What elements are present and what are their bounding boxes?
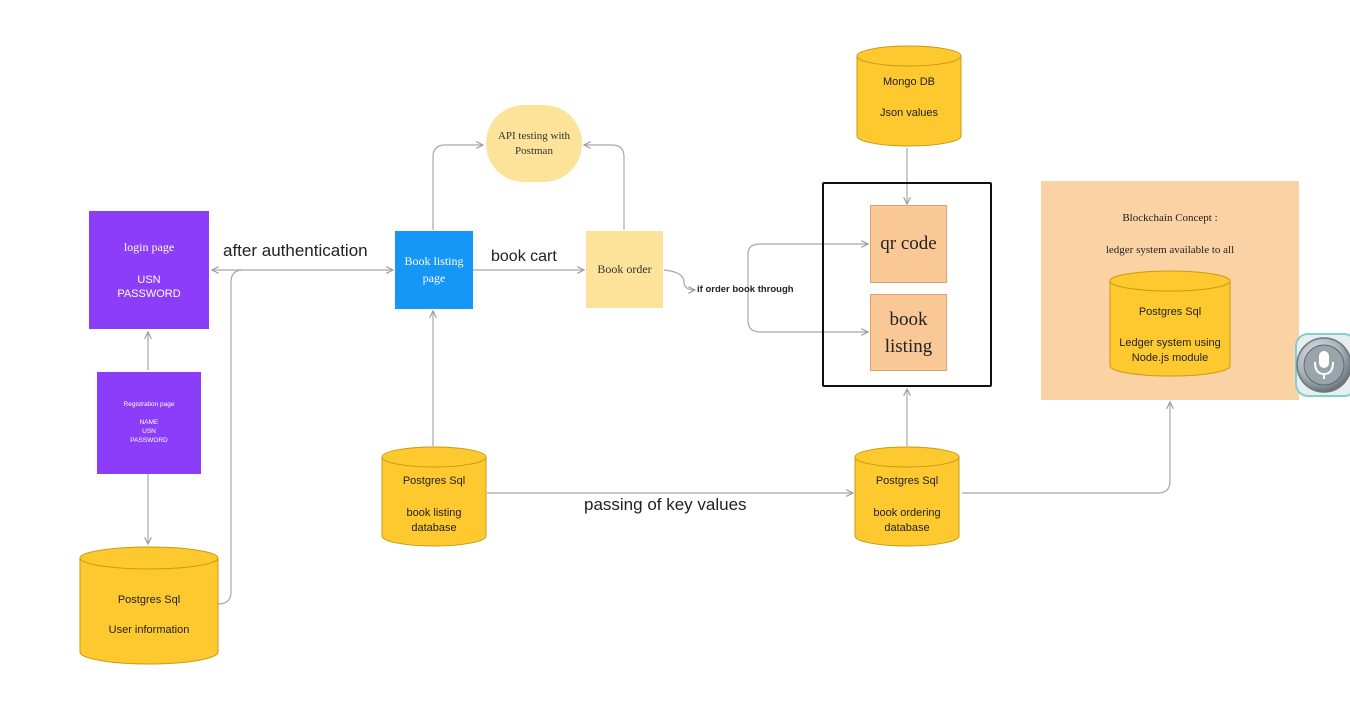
output-frame [822, 182, 992, 387]
arrow-branch-booklisting [747, 295, 868, 332]
qr-code-label: qr code [880, 233, 937, 254]
blockchain-panel: Blockchain Concept : ledger system avail… [1041, 181, 1299, 400]
database-cylinder-icon [79, 546, 219, 665]
arrow-listing-to-api [432, 145, 483, 230]
line-userdb-to-auth [217, 269, 244, 605]
mongo-line2: Json values [879, 107, 939, 119]
listing-db-line3: database [411, 522, 457, 534]
database-cylinder-icon [381, 446, 487, 547]
blockchain-title: Blockchain Concept : [1122, 212, 1218, 224]
ordering-db-line3: database [884, 522, 930, 534]
ledger-db-line1: Postgres Sql [1138, 306, 1202, 318]
book-listing-line2: listing [884, 335, 933, 357]
book-order-box: Book order [586, 231, 663, 308]
book-listing-page-line2: page [422, 271, 446, 285]
after-authentication-label: after authentication [223, 241, 368, 260]
api-testing-line2: Postman [515, 144, 553, 157]
ledger-db-line3: Node.js module [1131, 352, 1209, 364]
database-cylinder-icon [1109, 270, 1231, 377]
database-cylinder-icon [856, 45, 962, 147]
blockchain-subtitle: ledger system available to all [1105, 244, 1235, 256]
dictation-widget[interactable] [1292, 330, 1350, 400]
book-cart-label: book cart [491, 248, 557, 265]
api-testing-line1: API testing with [497, 129, 571, 142]
registration-field-name: NAME [139, 419, 159, 426]
listing-db-line2: book listing [406, 507, 462, 519]
arrow-order-to-api [584, 145, 625, 230]
login-field-password: PASSWORD [117, 287, 181, 300]
login-page-box: login page USN PASSWORD [89, 211, 209, 329]
book-listing-box: book listing [870, 294, 947, 371]
microphone-icon[interactable] [1292, 330, 1350, 400]
login-field-usn: USN [137, 273, 161, 286]
registration-field-usn: USN [142, 428, 156, 435]
registration-page-title: Registration page [123, 401, 175, 408]
arrow-order-to-condition [663, 269, 695, 290]
database-cylinder-icon [854, 446, 960, 547]
registration-field-password: PASSWORD [130, 437, 168, 444]
api-testing-box: API testing with Postman [486, 105, 582, 182]
if-order-book-through-label: if order book through [697, 284, 794, 295]
user-db-line2: User information [108, 624, 190, 636]
book-listing-line1: book [889, 308, 928, 330]
ledger-database: Postgres Sql Ledger system using Node.js… [1109, 270, 1231, 378]
qr-code-box: qr code [870, 205, 947, 283]
ordering-db-line2: book ordering [873, 507, 941, 519]
book-listing-page-box: Book listing page [395, 231, 473, 309]
passing-key-values-label: passing of key values [584, 495, 747, 514]
user-db-line1: Postgres Sql [117, 594, 181, 606]
mongo-db-database: Mongo DB Json values [856, 45, 962, 148]
ordering-db-line1: Postgres Sql [875, 475, 939, 487]
listing-db-line1: Postgres Sql [402, 475, 466, 487]
registration-page-box: Registration page NAME USN PASSWORD [97, 372, 201, 474]
arrow-orderingdb-to-blockchain [962, 402, 1170, 494]
arrow-branch-qr [747, 244, 868, 295]
book-listing-database: Postgres Sql book listing database [381, 446, 487, 548]
book-ordering-database: Postgres Sql book ordering database [854, 446, 960, 548]
user-info-database: Postgres Sql User information [79, 546, 219, 666]
book-order-label: Book order [597, 262, 652, 276]
ledger-db-line2: Ledger system using [1119, 337, 1221, 349]
mongo-line1: Mongo DB [883, 76, 935, 88]
book-listing-page-line1: Book listing [404, 254, 464, 268]
login-page-title: login page [123, 239, 175, 254]
